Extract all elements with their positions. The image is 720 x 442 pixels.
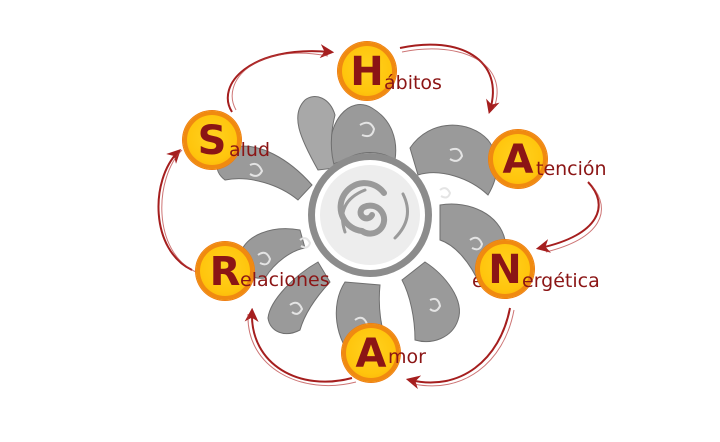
arrow-salud-to-habitos: [226, 44, 335, 113]
node-relaciones-word: elaciones: [240, 269, 330, 291]
node-atencion-letter: A: [502, 137, 534, 183]
node-amor-letter: A: [355, 331, 387, 377]
node-amor: A: [342, 324, 400, 382]
spiral-swirl-icon: [337, 180, 409, 240]
cycle-arrows-sketch: [161, 48, 602, 387]
arrow-atencion-to-energetica: [535, 181, 600, 253]
node-energetica: N: [476, 240, 534, 298]
node-habitos-word: ábitos: [384, 72, 442, 94]
cycle-arrows: [157, 43, 600, 390]
node-habitos-letter: H: [350, 49, 384, 95]
node-relaciones: R: [196, 242, 254, 300]
arrow-habitos-to-atencion: [399, 43, 500, 115]
arrow-amor-to-relaciones: [244, 307, 353, 383]
node-atencion-word: tención: [536, 158, 607, 180]
node-salud-word: alud: [229, 139, 271, 161]
node-habitos: H: [338, 42, 396, 100]
node-energetica-letter: N: [488, 247, 522, 293]
node-energetica-word: ergética: [522, 270, 600, 292]
node-amor-word: mor: [388, 346, 426, 368]
node-atencion: A: [489, 130, 547, 188]
ornament-arm-upper-left: [297, 96, 336, 171]
arrow-relaciones-to-salud: [157, 149, 193, 271]
center-emblem: [308, 153, 432, 277]
arrow-energetica-to-amor: [405, 307, 511, 390]
ornament-arm-bottom-left: [267, 261, 331, 334]
node-relaciones-letter: R: [209, 249, 241, 295]
node-salud-letter: S: [197, 118, 227, 164]
node-salud: S: [183, 111, 241, 169]
ornament-arm-bottom-right: [401, 261, 460, 343]
